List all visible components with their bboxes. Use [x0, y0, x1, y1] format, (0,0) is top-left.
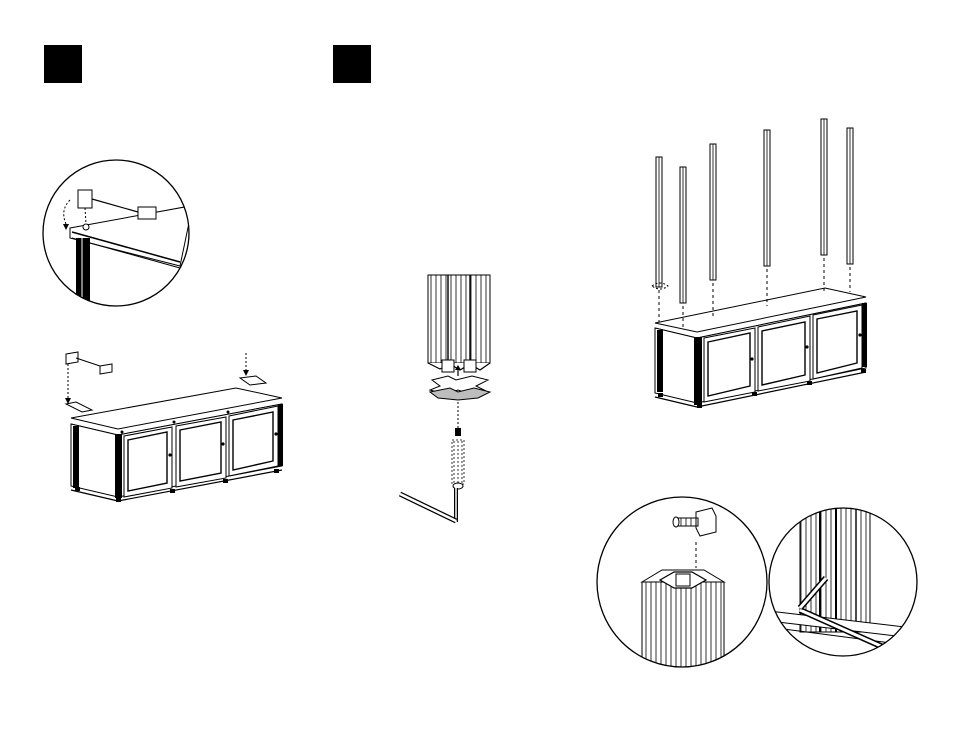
detail-circle-allen-key: [760, 506, 930, 668]
post-with-connector-and-screw: [400, 275, 490, 522]
detail-circle-post-end: [597, 497, 767, 692]
cabinet-with-brackets: [65, 352, 283, 502]
detail-circle-bracket: [43, 160, 190, 318]
cabinet-with-posts: [652, 119, 867, 408]
